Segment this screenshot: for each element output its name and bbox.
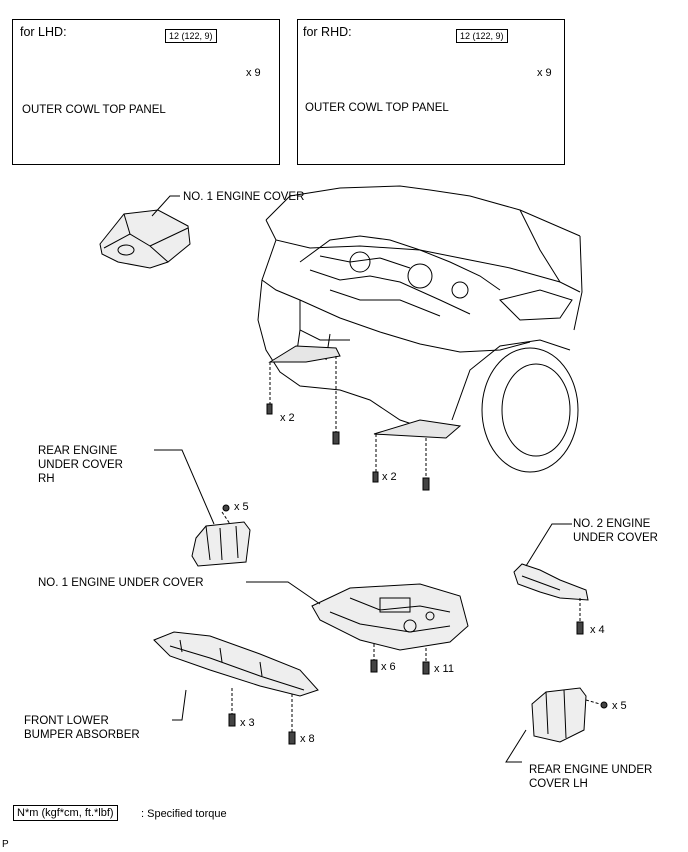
no2-engine-under-cover-label-2: UNDER COVER [573,532,658,544]
rear-engine-under-cover-lh-label-1: REAR ENGINE UNDER [529,764,653,776]
lhd-part-label: OUTER COWL TOP PANEL [22,104,166,116]
lhd-bolt-qty: x 9 [246,67,261,79]
qty-no2: x 4 [590,624,605,636]
rear-engine-under-cover-rh-label-3: RH [38,473,55,485]
legend-torque-box: N*m (kgf*cm, ft.*lbf) [13,805,118,821]
rhd-part-label: OUTER COWL TOP PANEL [305,102,449,114]
qty-rear-lh: x 5 [612,700,627,712]
no2-under-cover [513,563,589,601]
no1-engine-cover-label: NO. 1 ENGINE COVER [183,191,305,203]
car-front [257,185,583,473]
rhd-title: for RHD: [303,25,352,39]
qty-no1-right: x 11 [434,663,454,675]
lhd-panel [12,19,280,165]
lhd-title: for LHD: [20,25,67,39]
qty-rear-rh: x 5 [234,501,249,513]
rear-engine-under-cover-rh-label-2: UNDER COVER [38,459,123,471]
no1-under-cover [311,583,469,651]
rhd-bolt-qty: x 9 [537,67,552,79]
qty-bumper-right: x 8 [300,733,315,745]
rear-under-cover-lh [531,687,587,743]
no2-engine-under-cover-label-1: NO. 2 ENGINE [573,518,651,530]
lhd-torque-box: 12 (122, 9) [165,29,217,43]
front-lower-bumper-absorber-label-2: BUMPER ABSORBER [24,729,140,741]
rear-engine-under-cover-lh-label-2: COVER LH [529,778,588,790]
rhd-torque-box: 12 (122, 9) [456,29,508,43]
engine-cover [99,209,191,269]
qty-car-right: x 2 [382,471,397,483]
qty-bumper-left: x 3 [240,717,255,729]
no1-engine-under-cover-label: NO. 1 ENGINE UNDER COVER [38,577,204,589]
corner-mark: P [2,839,9,850]
rear-engine-under-cover-rh-label-1: REAR ENGINE [38,445,118,457]
rhd-panel [297,19,565,165]
qty-car-left: x 2 [280,412,295,424]
front-lower-bumper-absorber-label-1: FRONT LOWER [24,715,109,727]
rear-under-cover-rh [191,521,251,567]
legend-text: : Specified torque [141,808,227,820]
bumper-absorber [153,631,319,697]
qty-no1-left: x 6 [381,661,396,673]
